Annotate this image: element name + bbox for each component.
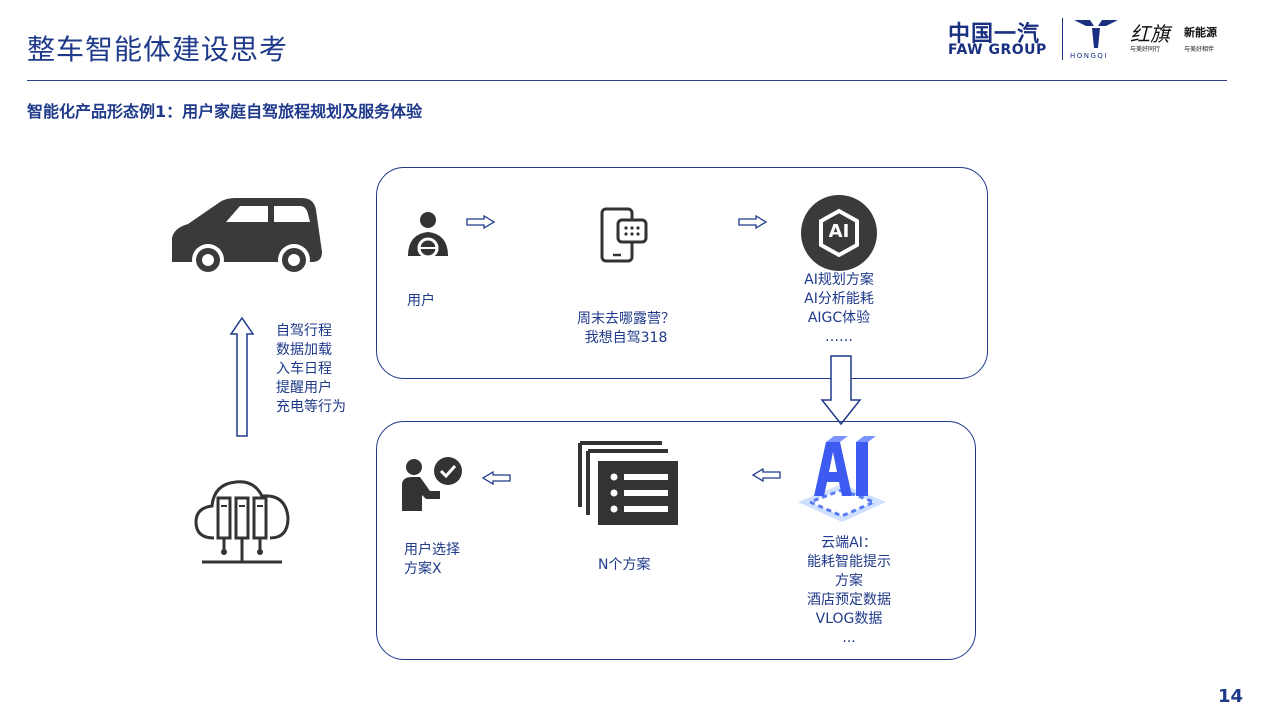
page-subtitle: 智能化产品形态例1：用户家庭自驾旅程规划及服务体验 (27, 102, 423, 121)
hongqi-logo-script: 红旗 (1130, 22, 1170, 46)
upload-line: 数据加载 (276, 342, 332, 358)
upload-line: 入车日程 (276, 361, 332, 377)
user-choice-line: 用户选择 (404, 542, 460, 558)
arrow-left-icon (481, 471, 511, 485)
user-query: 周末去哪露营？ 我想自驾318 (566, 310, 686, 348)
hongqi-emblem-icon (1074, 20, 1118, 48)
ai-plan-line: …… (825, 329, 853, 345)
user-choice: 用户选择 方案X (404, 541, 460, 579)
upload-line: 提醒用户 (276, 380, 332, 396)
header-divider (27, 80, 1227, 81)
ai-badge-text: AI (828, 221, 850, 242)
ai-badge-circle-icon (801, 195, 877, 271)
query-line: 我想自驾318 (584, 330, 668, 346)
arrow-right-icon (738, 215, 768, 229)
cloud-ai-line: 方案 (835, 573, 863, 589)
logo-slogan-a: 与美好同行 (1130, 46, 1161, 53)
phone-chat-icon (600, 207, 648, 263)
ai-plan-list: AI规划方案 AI分析能耗 AIGC体验 …… (779, 271, 899, 347)
ai-plan-line: AIGC体验 (807, 310, 871, 326)
ai-plan-line: AI规划方案 (804, 272, 874, 288)
cloud-ai-line: ... (842, 630, 856, 646)
faw-logo-cn: 中国一汽 (948, 22, 1041, 47)
upload-arrow-icon (229, 316, 255, 437)
upload-line: 充电等行为 (276, 399, 346, 415)
logo-separator (1062, 18, 1063, 60)
bottom-flow-panel (376, 421, 976, 660)
ai-plan-line: AI分析能耗 (804, 291, 874, 307)
page-title: 整车智能体建设思考 (27, 33, 289, 66)
logo-slogan-b: 与美好相伴 (1184, 46, 1215, 53)
cloud-ai-line: 能耗智能提示 (807, 554, 891, 570)
brand-logo: 中国一汽 FAW GROUP HONGQI 红旗 新能源 与美好同行 与美好相伴 (948, 14, 1238, 64)
cloud-ai-chip-icon (798, 436, 886, 522)
user-choice-line: 方案X (404, 561, 442, 577)
user-driver-icon (408, 212, 448, 259)
hongqi-logo-en: HONGQI (1070, 52, 1109, 60)
arrow-left-icon (751, 468, 781, 482)
cloud-ai-line: 酒店预定数据 (807, 592, 891, 608)
page-number: 14 (1218, 686, 1244, 707)
upload-line: 自驾行程 (276, 323, 332, 339)
plan-list-icon (578, 441, 678, 525)
upload-description: 自驾行程 数据加载 入车日程 提醒用户 充电等行为 (276, 322, 346, 417)
hongqi-new-energy: 新能源 (1184, 26, 1217, 39)
cloud-server-icon (194, 480, 290, 564)
car-icon (172, 198, 322, 276)
plans-count-label: N个方案 (598, 557, 651, 573)
arrow-right-icon (466, 215, 496, 229)
ai-planner-icon: AI (799, 193, 879, 273)
cloud-ai-line: VLOG数据 (815, 611, 883, 627)
query-line: 周末去哪露营？ (577, 311, 675, 327)
top-flow-panel (376, 167, 988, 379)
faw-logo-en: FAW GROUP (948, 42, 1047, 58)
cloud-ai-line: 云端AI： (821, 535, 877, 551)
cloud-ai-description: 云端AI： 能耗智能提示 方案 酒店预定数据 VLOG数据 ... (781, 534, 917, 648)
user-confirm-icon (402, 457, 462, 511)
user-label: 用户 (407, 293, 435, 309)
arrow-down-icon (820, 355, 862, 426)
